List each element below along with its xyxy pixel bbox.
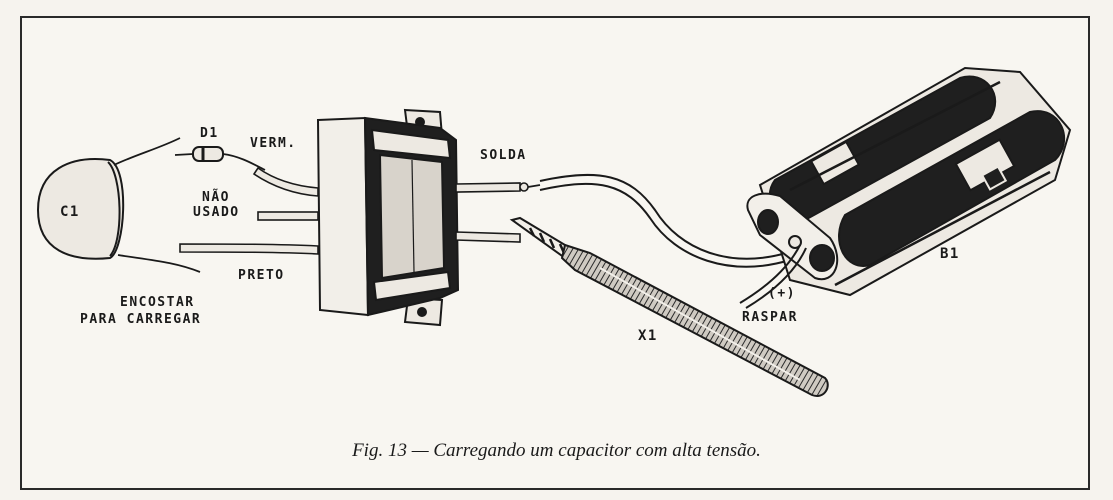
label-positive: (+): [768, 286, 796, 301]
transformer-primary-leads: [179, 166, 319, 255]
transformer: [316, 108, 460, 327]
label-c1: C1: [60, 204, 80, 220]
label-b1: B1: [940, 246, 960, 262]
label-para-carregar: PARA CARREGAR: [80, 312, 202, 327]
diode-d1: [174, 146, 266, 171]
label-raspar: RASPAR: [742, 310, 798, 325]
figure-caption: Fig. 13 — Carregando um capacitor com al…: [352, 440, 761, 461]
capacitor-leads: [113, 137, 201, 273]
label-encostar: ENCOSTAR: [120, 295, 195, 310]
screwdriver-x1: [509, 216, 829, 397]
label-preto: PRETO: [238, 268, 285, 283]
wire-to-battery: [519, 173, 791, 268]
label-x1: X1: [638, 328, 658, 344]
label-solda: SOLDA: [480, 148, 527, 163]
label-usado: USADO: [193, 205, 240, 220]
transformer-secondary-leads: [455, 182, 521, 243]
label-verm: VERM.: [250, 136, 297, 151]
battery-positive-lead: [739, 244, 807, 309]
label-d1: D1: [200, 126, 219, 141]
battery-pack-b1: [746, 66, 1072, 297]
capacitor-c1: [36, 158, 125, 260]
label-nao: NÃO: [202, 190, 230, 205]
